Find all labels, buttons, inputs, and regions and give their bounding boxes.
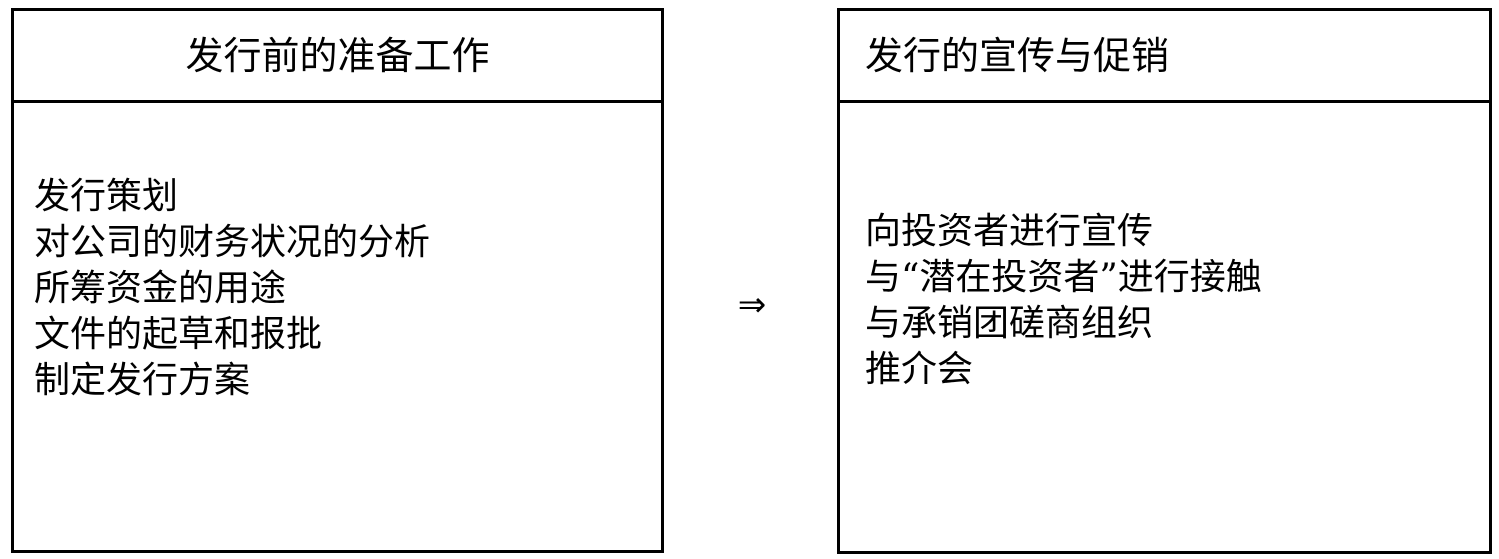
list-item: 发行策划	[34, 176, 179, 217]
list-item: 对公司的财务状况的分析	[34, 222, 431, 263]
double-right-arrow-icon: ⇒	[737, 285, 767, 325]
list-item: 所筹资金的用途	[34, 268, 287, 309]
issue-promotion-box: 发行的宣传与促销 向投资者进行宣传 与“潜在投资者”进行接触 与承销团磋商组织 …	[837, 8, 1492, 554]
list-item: 制定发行方案	[34, 360, 251, 401]
list-item: 推介会	[865, 349, 974, 390]
list-item: 与承销团磋商组织	[865, 303, 1154, 344]
pre-issue-preparation-title: 发行前的准备工作	[14, 11, 661, 103]
list-item: 向投资者进行宣传	[865, 211, 1154, 252]
list-item: 与“潜在投资者”进行接触	[865, 257, 1262, 298]
pre-issue-preparation-box: 发行前的准备工作 发行策划 对公司的财务状况的分析 所筹资金的用途 文件的起草和…	[11, 8, 664, 553]
issue-promotion-list: 向投资者进行宣传 与“潜在投资者”进行接触 与承销团磋商组织 推介会	[865, 209, 1262, 393]
pre-issue-preparation-list: 发行策划 对公司的财务状况的分析 所筹资金的用途 文件的起草和报批 制定发行方案	[34, 174, 430, 404]
list-item: 文件的起草和报批	[34, 314, 323, 355]
issue-promotion-title: 发行的宣传与促销	[840, 11, 1489, 103]
